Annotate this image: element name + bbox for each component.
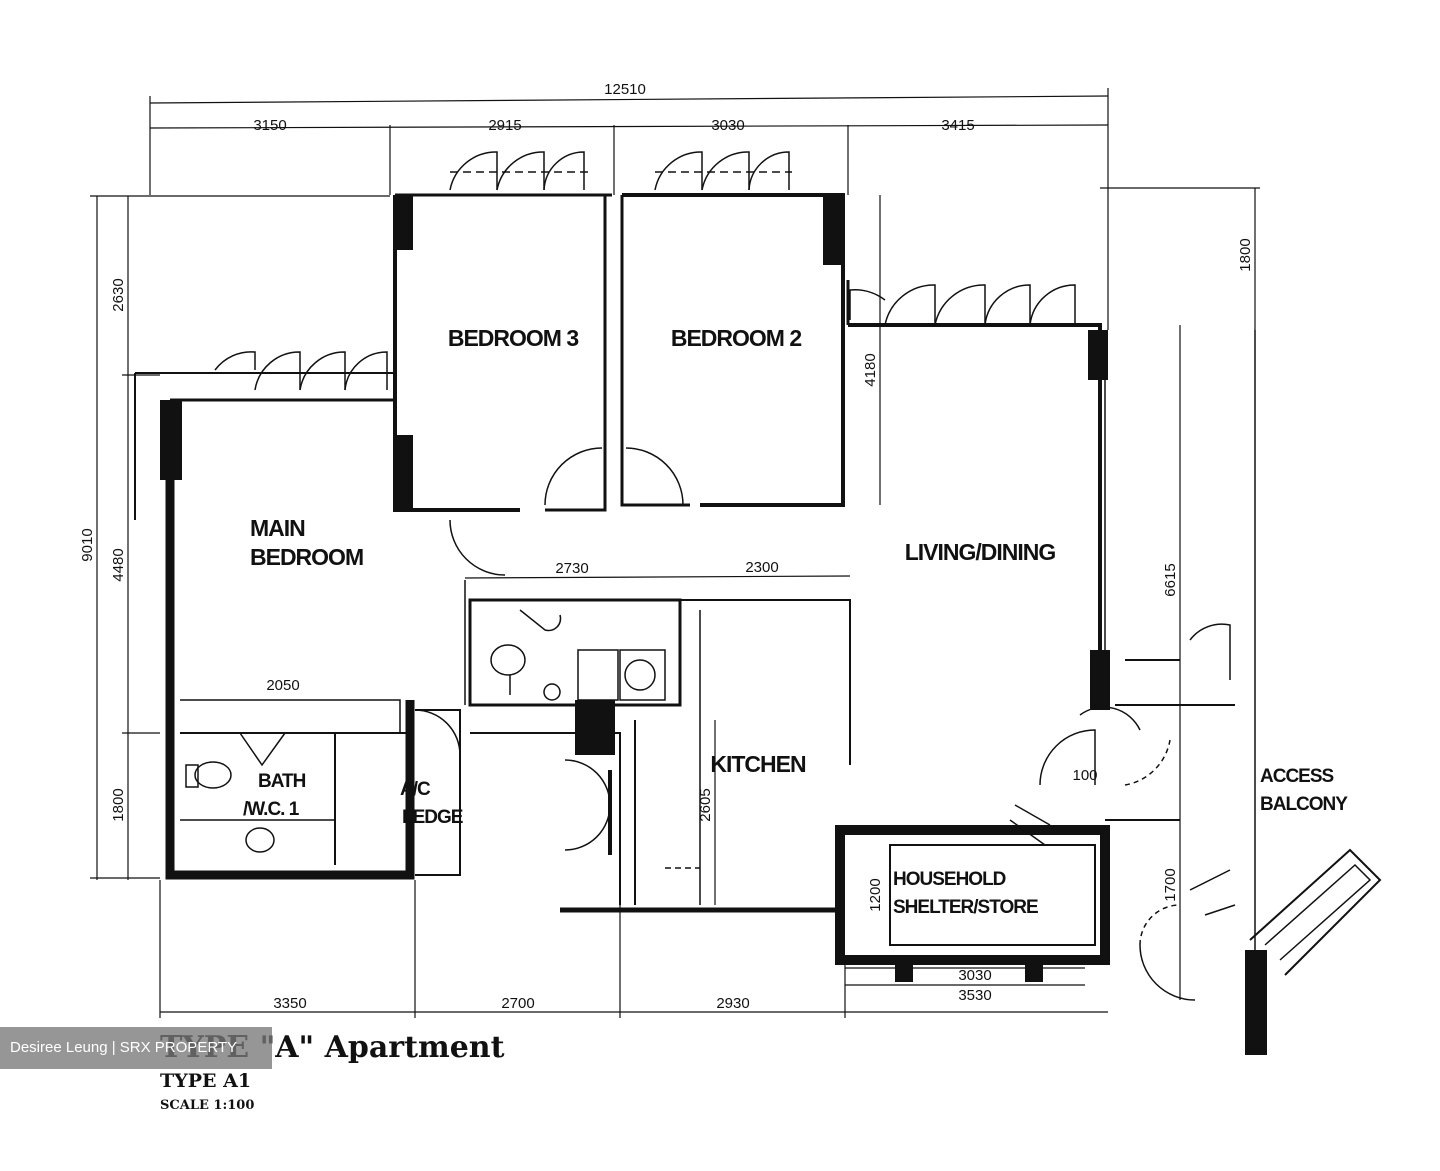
dim-kitchen-height: 2605 xyxy=(697,788,714,821)
dim-inner-2300: 2300 xyxy=(745,559,778,576)
dim-shelter-height: 1200 xyxy=(867,878,884,911)
dim-left-total: 9010 xyxy=(79,528,96,561)
label-main-bedroom-1: MAIN xyxy=(250,515,305,541)
caption-scale: SCALE 1:100 xyxy=(160,1098,255,1113)
label-shelter-1: HOUSEHOLD xyxy=(893,869,1006,890)
dimension-labels: 12510 3150 2915 3030 3415 3350 2700 2930… xyxy=(79,81,1254,1012)
dim-bath-width: 2050 xyxy=(266,677,299,694)
columns xyxy=(160,195,1267,1055)
dim-top-2: 2915 xyxy=(488,117,521,134)
label-ac-2: LEDGE xyxy=(402,807,463,828)
dim-living-height: 4180 xyxy=(862,353,879,386)
dim-top-1: 3150 xyxy=(253,117,286,134)
label-bath-1: BATH xyxy=(258,771,306,792)
dim-right-top: 1800 xyxy=(1237,238,1254,271)
dim-bottom-2: 2700 xyxy=(501,995,534,1012)
label-kitchen: KITCHEN xyxy=(710,751,806,777)
dimension-lines xyxy=(90,88,1260,1018)
label-access-1: ACCESS xyxy=(1260,766,1334,787)
label-shelter-2: SHELTER/STORE xyxy=(893,897,1038,918)
dim-door-100: 100 xyxy=(1072,767,1097,784)
dim-bottom-1: 3350 xyxy=(273,995,306,1012)
dim-right-mid: 6615 xyxy=(1162,563,1179,596)
doors-windows xyxy=(185,151,1236,1001)
label-ac-1: A/C xyxy=(400,779,431,800)
dim-left-1: 2630 xyxy=(110,278,127,311)
watermark: Desiree Leung | SRX PROPERTY xyxy=(0,1027,272,1069)
label-bath-2: /W.C. 1 xyxy=(243,799,300,820)
label-bedroom-3: BEDROOM 3 xyxy=(448,325,579,351)
dim-shelter-w2: 3530 xyxy=(958,987,991,1004)
dim-left-3: 1800 xyxy=(110,788,127,821)
dim-balcony-1700: 1700 xyxy=(1162,868,1179,901)
dim-bottom-3: 2930 xyxy=(716,995,749,1012)
label-main-bedroom-2: BEDROOM xyxy=(250,544,363,570)
dim-top-total: 12510 xyxy=(604,81,646,98)
caption-subtitle: TYPE A1 xyxy=(160,1070,252,1092)
label-access-2: BALCONY xyxy=(1260,794,1348,815)
dim-shelter-w1: 3030 xyxy=(958,967,991,984)
room-labels: BEDROOM 3 BEDROOM 2 MAIN BEDROOM LIVING/… xyxy=(243,325,1349,918)
dim-top-3: 3030 xyxy=(711,117,744,134)
dim-inner-2730: 2730 xyxy=(555,560,588,577)
dim-top-4: 3415 xyxy=(941,117,974,134)
walls xyxy=(134,193,1382,976)
dim-left-2: 4480 xyxy=(110,548,127,581)
label-living-dining: LIVING/DINING xyxy=(905,539,1056,565)
label-bedroom-2: BEDROOM 2 xyxy=(671,325,802,351)
